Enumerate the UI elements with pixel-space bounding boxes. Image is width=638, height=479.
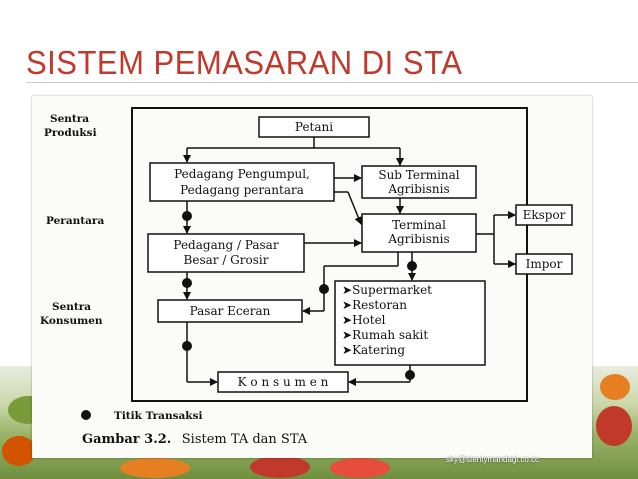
retail-item-3: ➤Hotel <box>342 313 386 327</box>
node-terminal-2: Agribisnis <box>387 232 449 246</box>
node-terminal-1: Terminal <box>392 218 446 232</box>
node-sub-terminal-1: Sub Terminal <box>378 168 459 182</box>
flow-diagram: Sentra Produksi Perantara Sentra Konsume… <box>40 107 573 447</box>
node-retail-box <box>334 280 486 366</box>
transaction-dot <box>182 211 192 221</box>
legend-dot <box>81 410 91 420</box>
transaction-dot <box>405 370 415 380</box>
node-impor-box <box>515 253 573 275</box>
transaction-dot <box>182 341 192 351</box>
node-impor: Impor <box>526 257 563 271</box>
diagram-scan: Sentra Produksi Perantara Sentra Konsume… <box>32 96 592 458</box>
retail-item-4: ➤Rumah sakit <box>342 328 428 342</box>
legend-label: Titik Transaksi <box>114 410 202 422</box>
node-terminal-box <box>361 213 477 253</box>
transaction-dot <box>319 284 329 294</box>
flow-arrows <box>183 137 516 386</box>
label-sentra-konsumen-2: Konsumen <box>40 315 103 327</box>
node-ekspor-box <box>515 204 573 226</box>
node-pasar-besar-2: Besar / Grosir <box>184 253 269 267</box>
node-sub-terminal-2: Agribisnis <box>387 182 449 196</box>
node-sub-terminal-box <box>361 165 477 199</box>
watermark: sky@stentymandagi.co.cc <box>446 455 540 464</box>
retail-item-5: ➤Katering <box>342 343 405 357</box>
figure-caption: Gambar 3.2. Sistem TA dan STA <box>82 430 308 447</box>
node-pasar-eceran: Pasar Eceran <box>190 304 271 318</box>
node-konsumen: K o n s u m e n <box>238 375 329 389</box>
node-pengumpul-1: Pedagang Pengumpul, <box>174 167 310 181</box>
slide-title: SISTEM PEMASARAN DI STA <box>26 44 463 82</box>
label-perantara: Perantara <box>46 215 104 227</box>
label-sentra-produksi-2: Produksi <box>44 127 97 139</box>
node-pengumpul-2: Pedagang perantara <box>180 183 304 197</box>
node-ekspor: Ekspor <box>523 208 566 222</box>
label-sentra-produksi-1: Sentra <box>50 113 89 125</box>
retail-item-2: ➤Restoran <box>342 298 407 312</box>
retail-item-1: ➤Supermarket <box>342 283 432 297</box>
title-divider <box>26 82 638 83</box>
transaction-points <box>182 211 417 380</box>
node-petani: Petani <box>295 120 333 134</box>
node-pengumpul-box <box>149 162 335 202</box>
node-pasar-besar-box <box>147 233 305 273</box>
label-sentra-konsumen-1: Sentra <box>52 301 91 313</box>
transaction-dot <box>407 261 417 271</box>
node-pasar-besar-1: Pedagang / Pasar <box>173 238 278 252</box>
transaction-dot <box>182 278 192 288</box>
